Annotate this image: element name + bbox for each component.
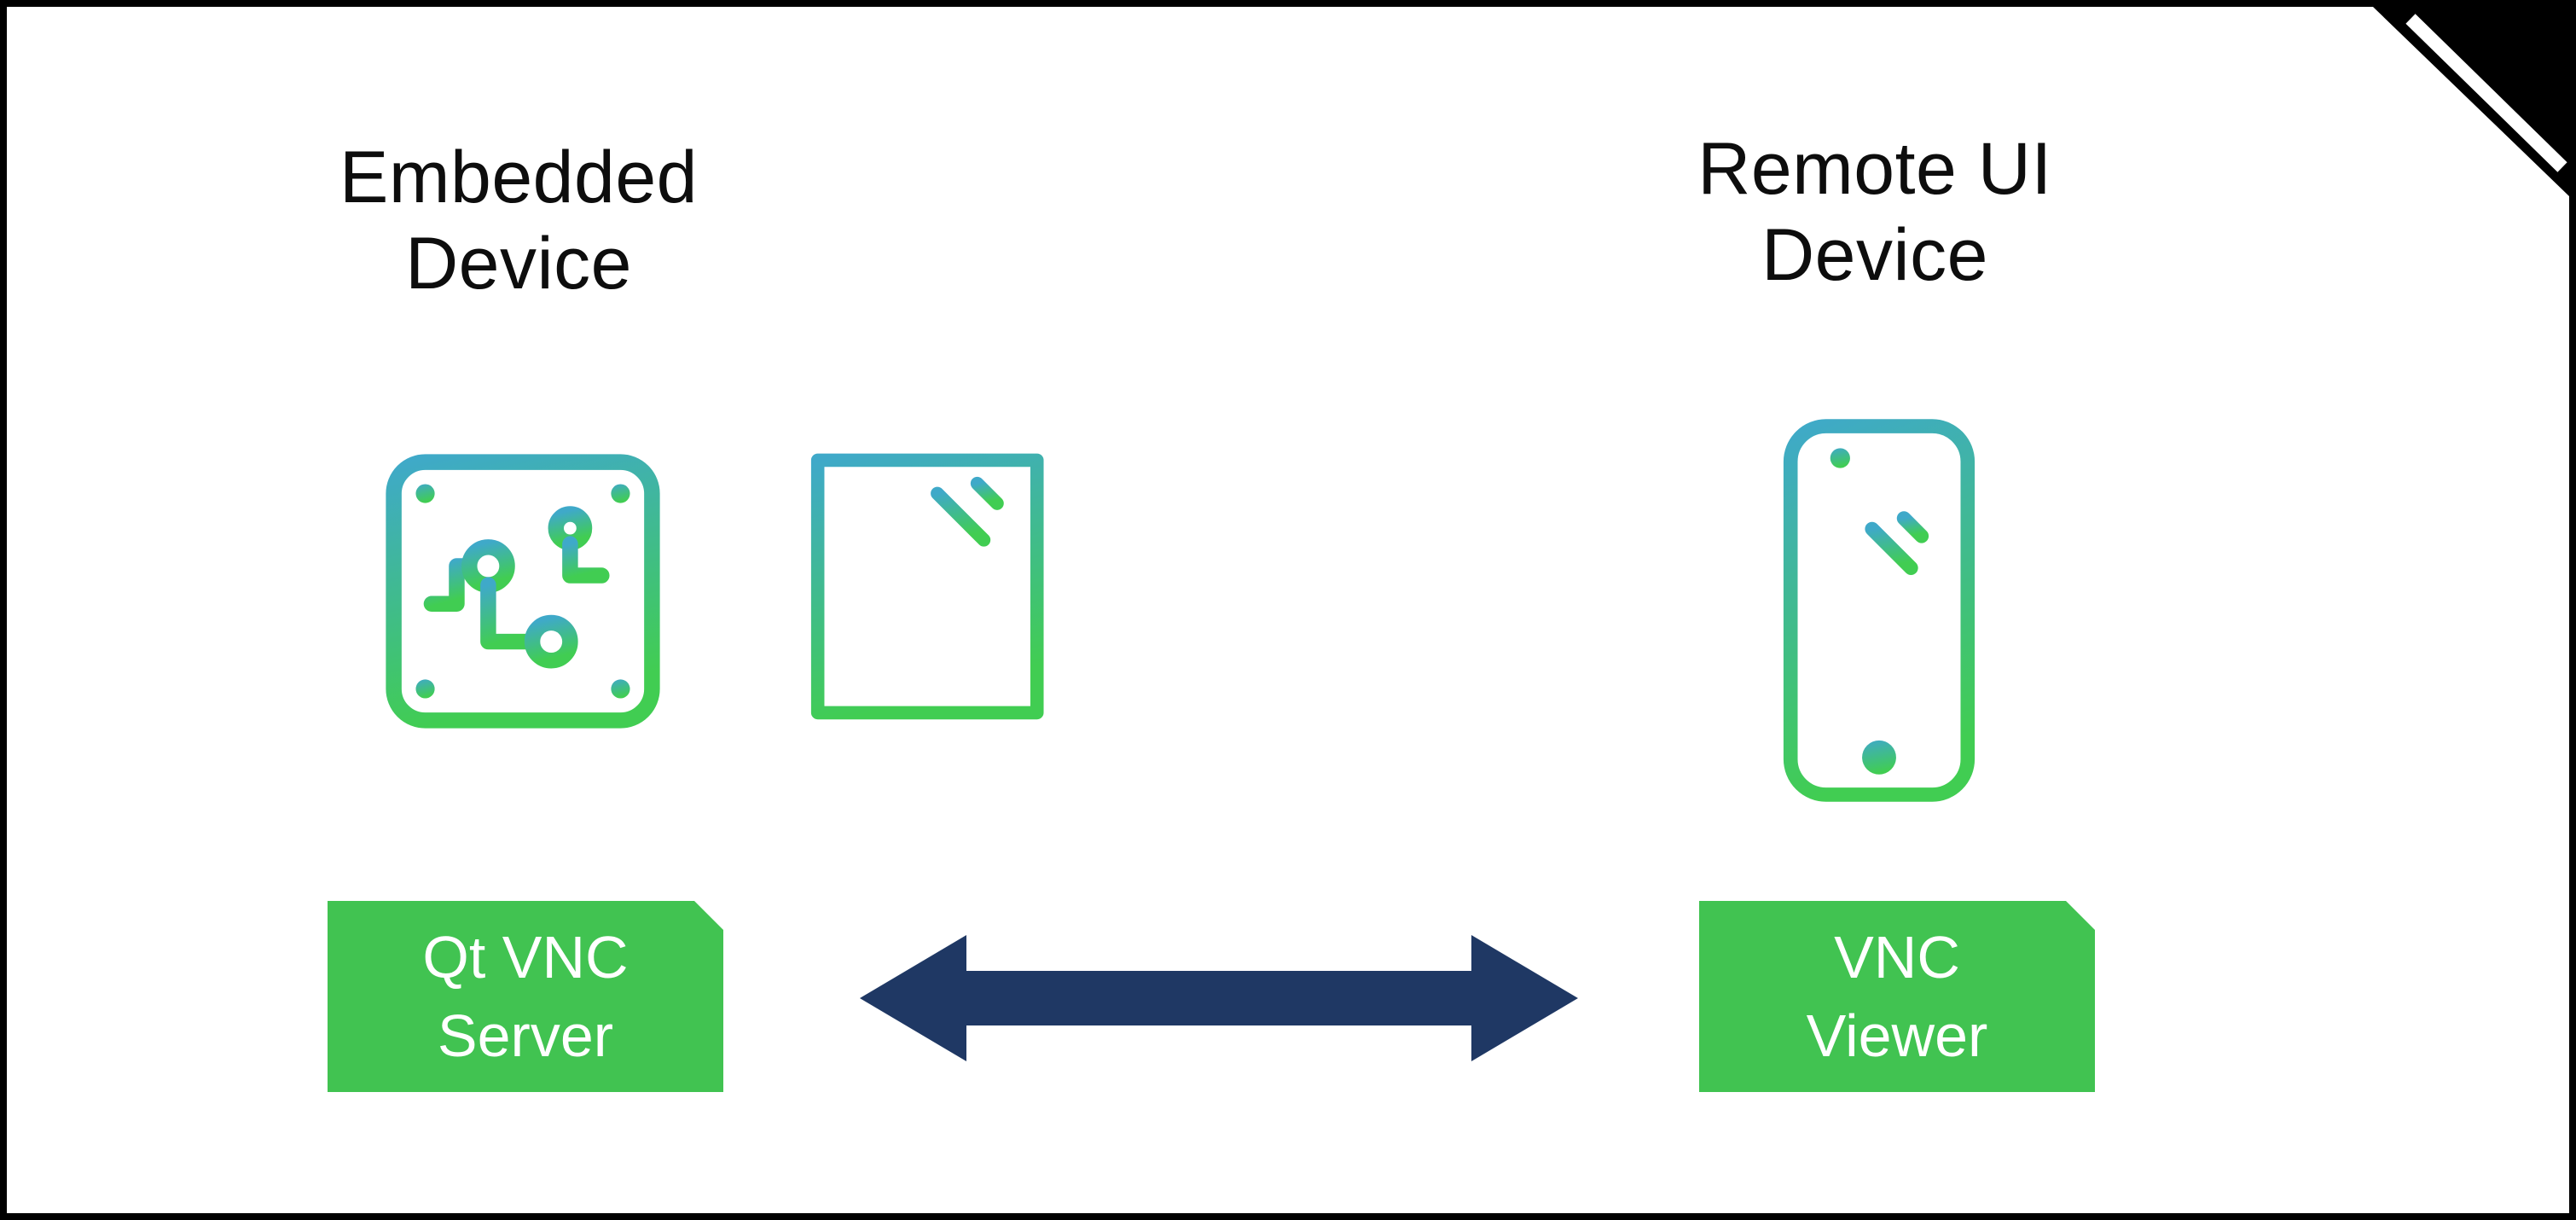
box-label-line: Server <box>437 1002 614 1069</box>
title-line: Remote UI <box>1697 128 2052 210</box>
corner-fold-icon <box>2373 7 2569 196</box>
remote-ui-device-title: Remote UI Device <box>1636 126 2114 298</box>
embedded-device-title: Embedded Device <box>288 135 749 306</box>
box-label-line: Viewer <box>1806 1002 1988 1069</box>
smartphone-icon <box>1783 419 1976 802</box>
bidirectional-arrow-icon <box>860 935 1578 1061</box>
box-label-line: VNC <box>1834 923 1960 991</box>
display-icon <box>771 453 1044 766</box>
qt-vnc-server-box: Qt VNC Server <box>328 901 723 1092</box>
chip-icon <box>341 410 705 773</box>
title-line: Embedded <box>339 137 698 218</box>
box-label-line: Qt VNC <box>422 923 629 991</box>
vnc-viewer-box: VNC Viewer <box>1699 901 2095 1092</box>
title-line: Device <box>1761 213 1988 296</box>
title-line: Device <box>405 222 632 305</box>
